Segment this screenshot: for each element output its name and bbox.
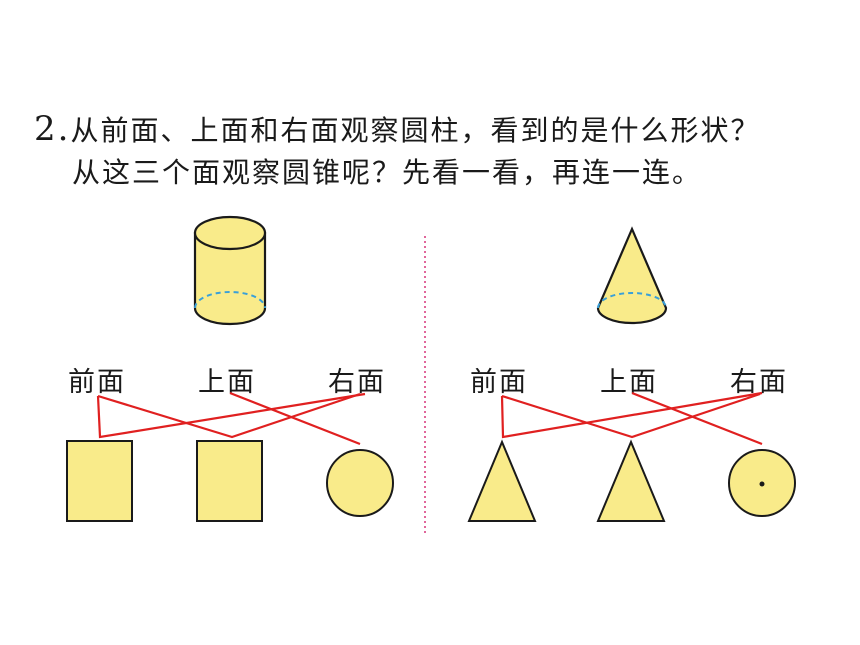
- triangle-option-2: [596, 439, 666, 522]
- cylinder-label-right: 右面: [328, 367, 386, 398]
- circle-center-dot: [759, 481, 765, 487]
- question-line-1: 从前面、上面和右面观察圆柱，看到的是什么形状？: [70, 114, 761, 147]
- cone-label-top: 上面: [600, 367, 658, 398]
- cylinder-label-front: 前面: [68, 367, 126, 398]
- rectangle-option-1: [66, 440, 133, 522]
- circle-option: [326, 449, 394, 517]
- triangle-option-1: [467, 439, 537, 522]
- question-line-2: 从这三个面观察圆锥呢？先看一看，再连一连。: [72, 156, 703, 189]
- cone-label-front: 前面: [470, 367, 528, 398]
- cylinder-label-top: 上面: [198, 367, 256, 398]
- question-number: 2.: [34, 109, 71, 149]
- cone-shape: [596, 226, 668, 325]
- cone-answer-lines: [500, 391, 763, 446]
- cylinder-answer-lines: [96, 391, 366, 446]
- cylinder-shape: [193, 215, 267, 326]
- rectangle-option-2: [196, 440, 263, 522]
- question-text: 2.从前面、上面和右面观察圆柱，看到的是什么形状？ 从这三个面观察圆锥呢？先看一…: [34, 108, 760, 194]
